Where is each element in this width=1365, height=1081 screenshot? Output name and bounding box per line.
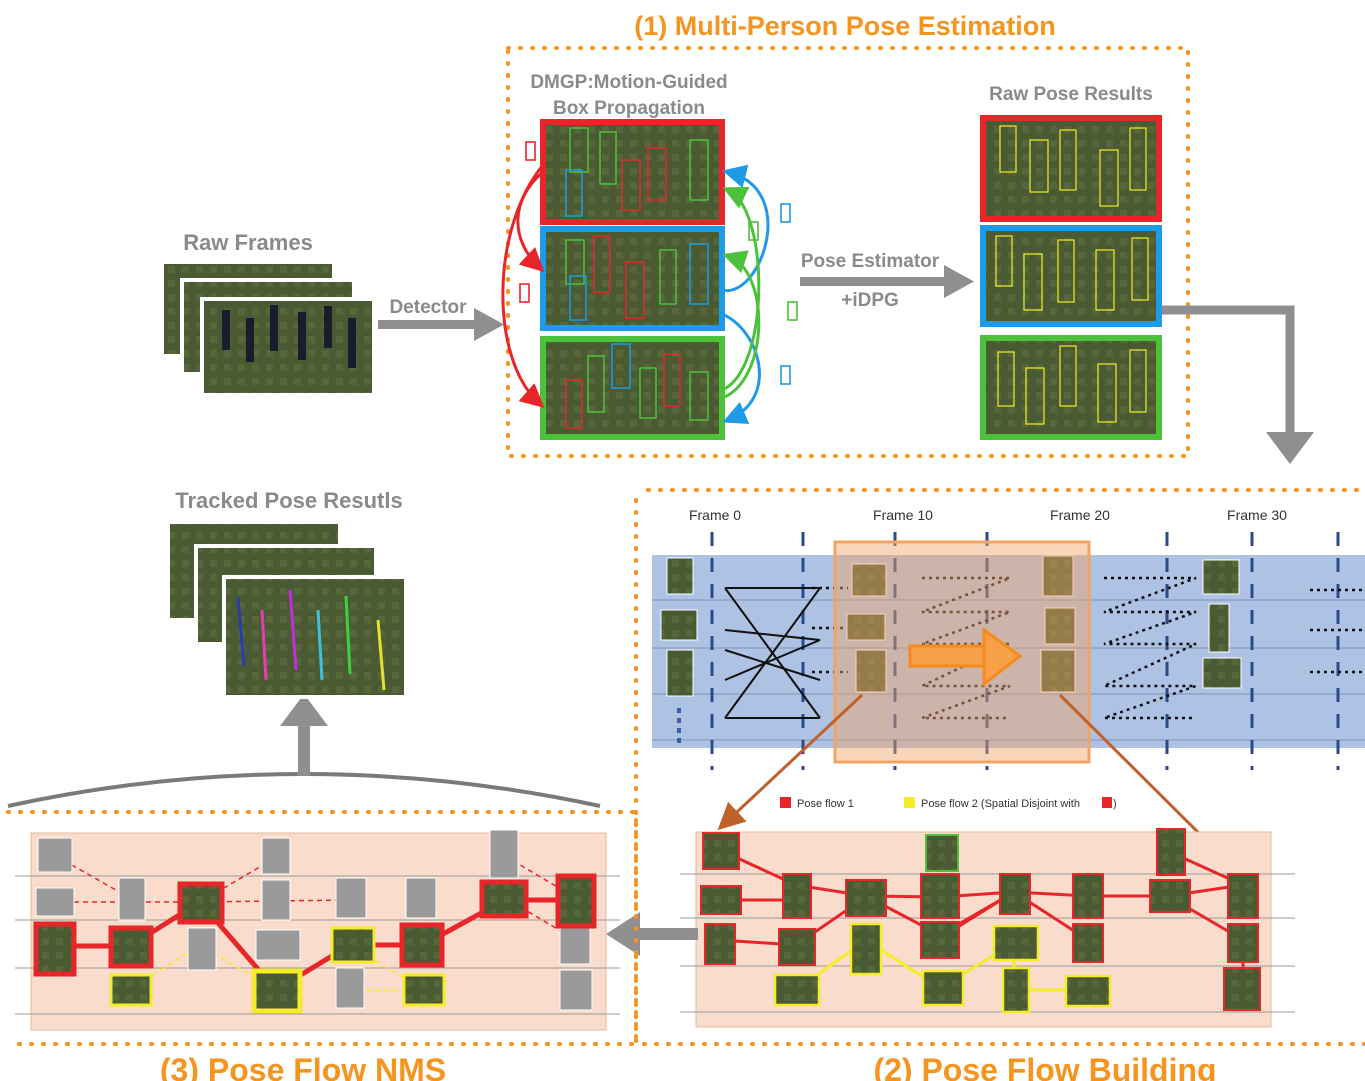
raw-pose-frame-red (980, 115, 1162, 222)
flow-building-panel (680, 828, 1295, 1028)
legend-flow1-swatch (780, 797, 791, 808)
raw-pose-frame-blue (980, 225, 1162, 327)
dmgp-frame-red (540, 119, 725, 225)
raw-frames-stack (160, 260, 376, 397)
to-flow-building-arrow (1162, 305, 1314, 464)
propagation-markers (519, 141, 798, 385)
orange-flow-arrow (908, 627, 1023, 688)
detector-label: Detector (389, 297, 467, 318)
legend-flow1: Pose flow 1 (797, 798, 854, 810)
tracked-pose-stack (166, 520, 408, 699)
pose-estimator-arrow (800, 265, 974, 298)
timeline-thumbnails (660, 555, 1242, 697)
nms-arc (7, 772, 601, 808)
tracked-pose-results-label: Tracked Pose Resutls (175, 488, 402, 513)
detector-arrow (378, 308, 504, 341)
stage1-title: (1) Multi-Person Pose Estimation (634, 11, 1056, 41)
frame-label-10: Frame 10 (873, 507, 933, 523)
to-tracked-arrow (280, 694, 328, 776)
legend-flow2-end-swatch (1102, 797, 1112, 808)
legend-flow2: Pose flow 2 (Spatial Disjoint with (921, 798, 1080, 810)
stage2-title: (2) Pose Flow Building (873, 1052, 1216, 1081)
dmgp-label-1: DMGP:Motion-Guided (530, 72, 727, 93)
raw-pose-results-label: Raw Pose Results (989, 84, 1153, 105)
frame-label-0: Frame 0 (689, 507, 741, 523)
frame-label-20: Frame 20 (1050, 507, 1110, 523)
legend-flow2-swatch (904, 797, 915, 808)
nms-panel (15, 829, 620, 1031)
stage3-title: (3) Pose Flow NMS (160, 1052, 446, 1081)
to-nms-arrow (606, 912, 698, 956)
solid-connections (724, 587, 821, 719)
stage3-region (6, 810, 638, 1046)
idpg-label: +iDPG (841, 290, 899, 311)
raw-frames-label: Raw Frames (183, 230, 313, 255)
propagation-arrows (501, 164, 770, 425)
dmgp-label-2: Box Propagation (553, 98, 705, 119)
dotted-connections (812, 576, 1365, 720)
dmgp-frame-blue (540, 226, 725, 331)
frame-label-30: Frame 30 (1227, 507, 1287, 523)
stage1-region (506, 46, 1190, 458)
dmgp-frame-green (540, 336, 725, 440)
raw-pose-frame-green (980, 335, 1162, 440)
legend-flow2-close: ) (1113, 798, 1117, 810)
pose-estimator-label: Pose Estimator (801, 251, 940, 272)
